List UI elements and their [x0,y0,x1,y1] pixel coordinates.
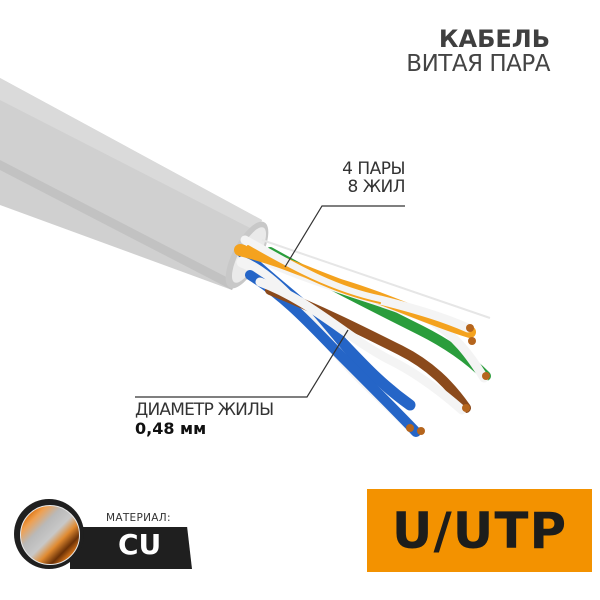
diameter-label: ДИАМЕТР ЖИЛЫ [135,400,274,420]
title-sub: ВИТАЯ ПАРА [406,51,550,77]
diameter-value: 0,48 мм [135,419,207,438]
shielding-label: U/UTP [391,501,568,560]
material-label: МАТЕРИАЛ: [106,512,171,524]
leader-line-pairs [284,205,405,268]
copper-tips [406,324,490,435]
shielding-badge [367,489,592,572]
cable-jacket [0,78,269,290]
material-value: CU [118,528,162,561]
pairs-count: 4 ПАРЫ [342,159,405,179]
leader-line-diameter [135,329,349,398]
twisted-pairs [234,235,491,437]
product-title: КАБЕЛЬ ВИТАЯ ПАРА [406,26,550,77]
material-bar [70,527,192,569]
copper-disk-icon [20,505,80,565]
wires-count: 8 ЖИЛ [347,177,405,197]
callout-diameter: ДИАМЕТР ЖИЛЫ 0,48 мм [135,400,274,438]
callout-pairs: 4 ПАРЫ 8 ЖИЛ [300,160,405,196]
title-main: КАБЕЛЬ [438,25,550,53]
rip-cord [261,239,491,319]
